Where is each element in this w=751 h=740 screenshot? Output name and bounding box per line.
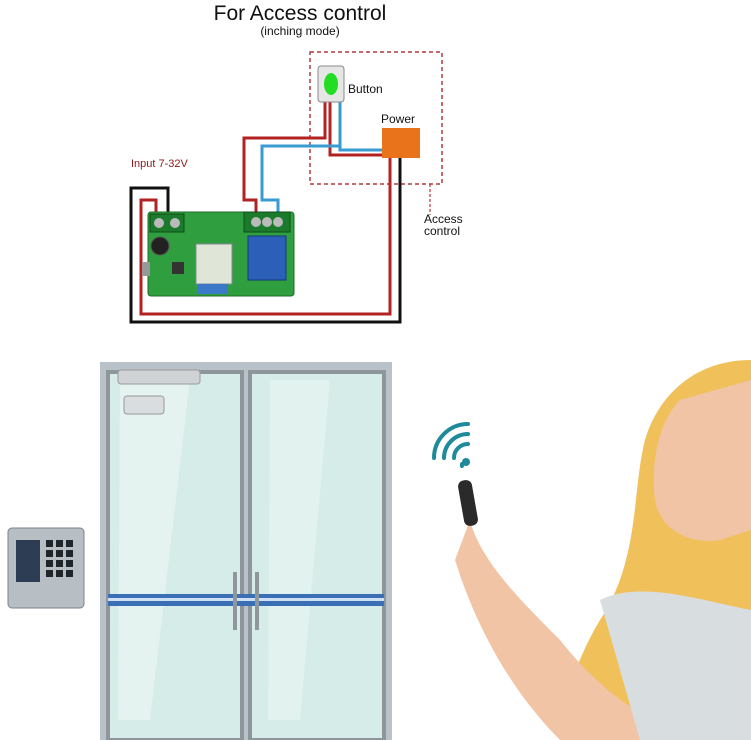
pcb-pushbutton — [172, 262, 184, 274]
label-access: Access — [424, 212, 463, 226]
wire-black-input — [129, 157, 402, 324]
wires — [129, 102, 402, 324]
keypad-reader — [7, 527, 85, 609]
access-control-frame — [309, 51, 443, 185]
remote-control — [458, 480, 478, 526]
power-box — [382, 128, 420, 158]
wire-blue-relay — [260, 102, 342, 214]
relay-module — [142, 211, 295, 297]
label-power: Power — [381, 112, 416, 126]
button-led — [324, 73, 338, 95]
wire-blue-power — [338, 146, 382, 152]
relay — [247, 235, 287, 281]
woman-with-remote — [455, 360, 751, 740]
door-closer — [117, 369, 201, 385]
wire-red-input — [139, 152, 392, 316]
glass-door — [100, 362, 392, 740]
wire-red-power — [328, 102, 382, 157]
diagram-subtitle: (inching mode) — [260, 24, 340, 38]
wire-red-relay — [242, 102, 327, 214]
door-handle-left — [233, 572, 237, 630]
capacitor — [150, 236, 170, 256]
wifi-module — [195, 243, 233, 285]
diagram-title: For Access control — [213, 2, 387, 25]
label-control: control — [424, 224, 461, 238]
door-handle-right — [255, 572, 259, 630]
wifi-signal-icon — [432, 422, 470, 468]
label-input: Input 7-32V — [131, 158, 188, 170]
label-button: Button — [348, 82, 383, 96]
